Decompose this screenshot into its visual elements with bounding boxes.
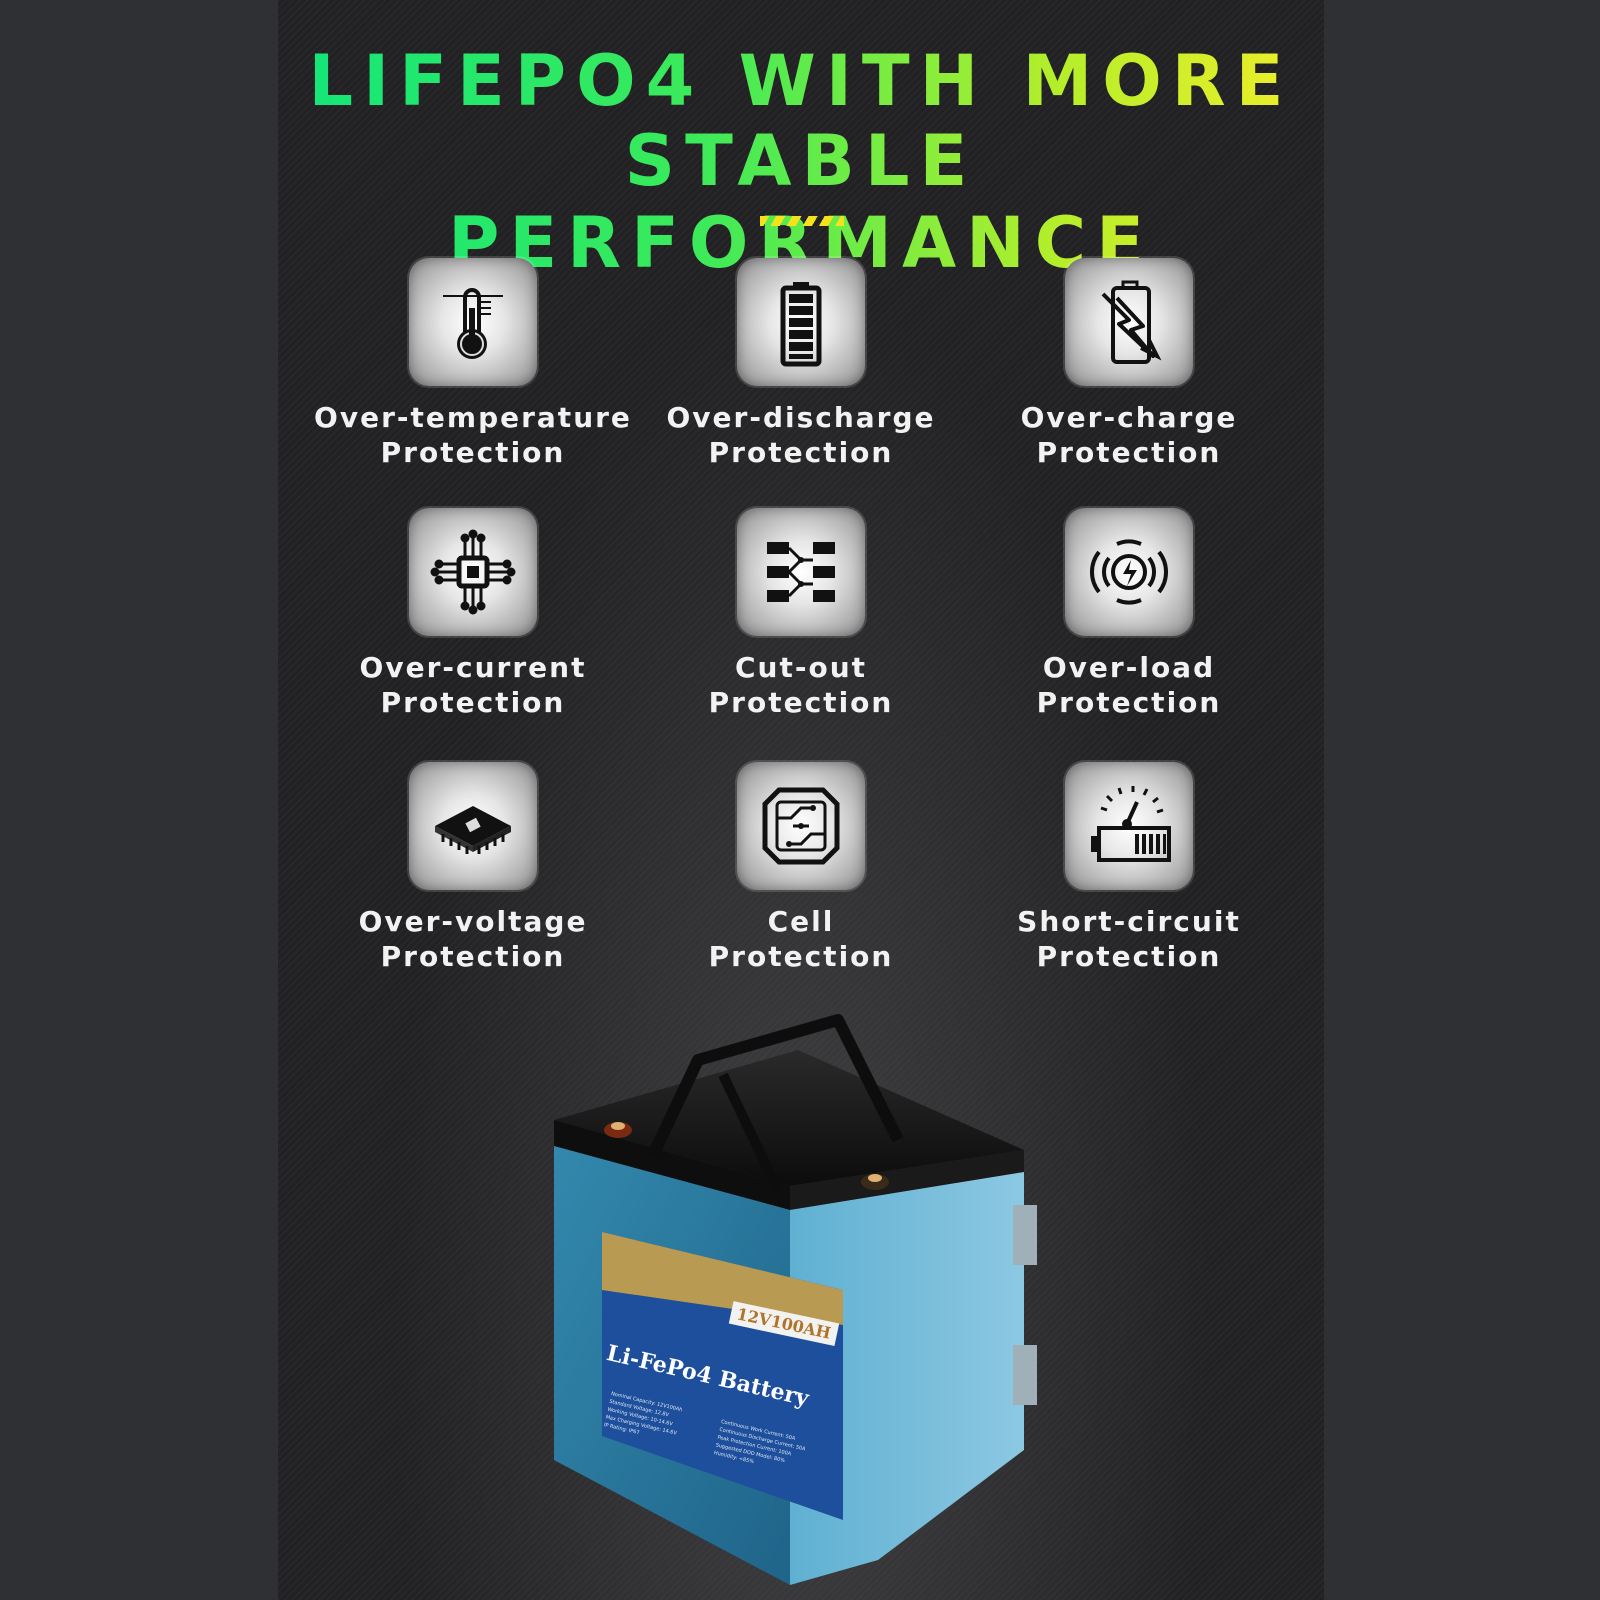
feature-tile xyxy=(737,508,865,636)
wireless-bolt-icon xyxy=(1089,539,1169,605)
feature-tile xyxy=(1065,258,1193,386)
circuit-board-icon xyxy=(762,787,840,865)
battery-product-image: 12V100AH Li-FePo4 Battery Nominal Capaci… xyxy=(278,1000,1324,1600)
feature-tile xyxy=(737,762,865,890)
thermometer-icon xyxy=(443,288,503,359)
battery-illustration xyxy=(554,1014,1037,1585)
feature-tile xyxy=(409,762,537,890)
feature-tile xyxy=(409,508,537,636)
cut-out-circuit-icon xyxy=(767,542,835,602)
feature-tile xyxy=(737,258,865,386)
battery-lightning-icon xyxy=(1101,280,1162,364)
battery-gauge-icon xyxy=(1091,786,1171,862)
headline-line-2: STABLE PERFORMANCE xyxy=(278,120,1324,284)
chip-circuit-icon xyxy=(430,529,516,615)
processor-icon xyxy=(435,806,511,854)
product-panel: LIFEPO4 WITH MORE STABLE PERFORMANCE Ove… xyxy=(278,0,1324,1600)
feature-tile xyxy=(409,258,537,386)
battery-level-icon xyxy=(780,282,822,367)
feature-tile xyxy=(1065,508,1193,636)
headline-line-1: LIFEPO4 WITH MORE xyxy=(278,40,1324,122)
feature-tile xyxy=(1065,762,1193,890)
decorative-stripes xyxy=(760,216,844,226)
